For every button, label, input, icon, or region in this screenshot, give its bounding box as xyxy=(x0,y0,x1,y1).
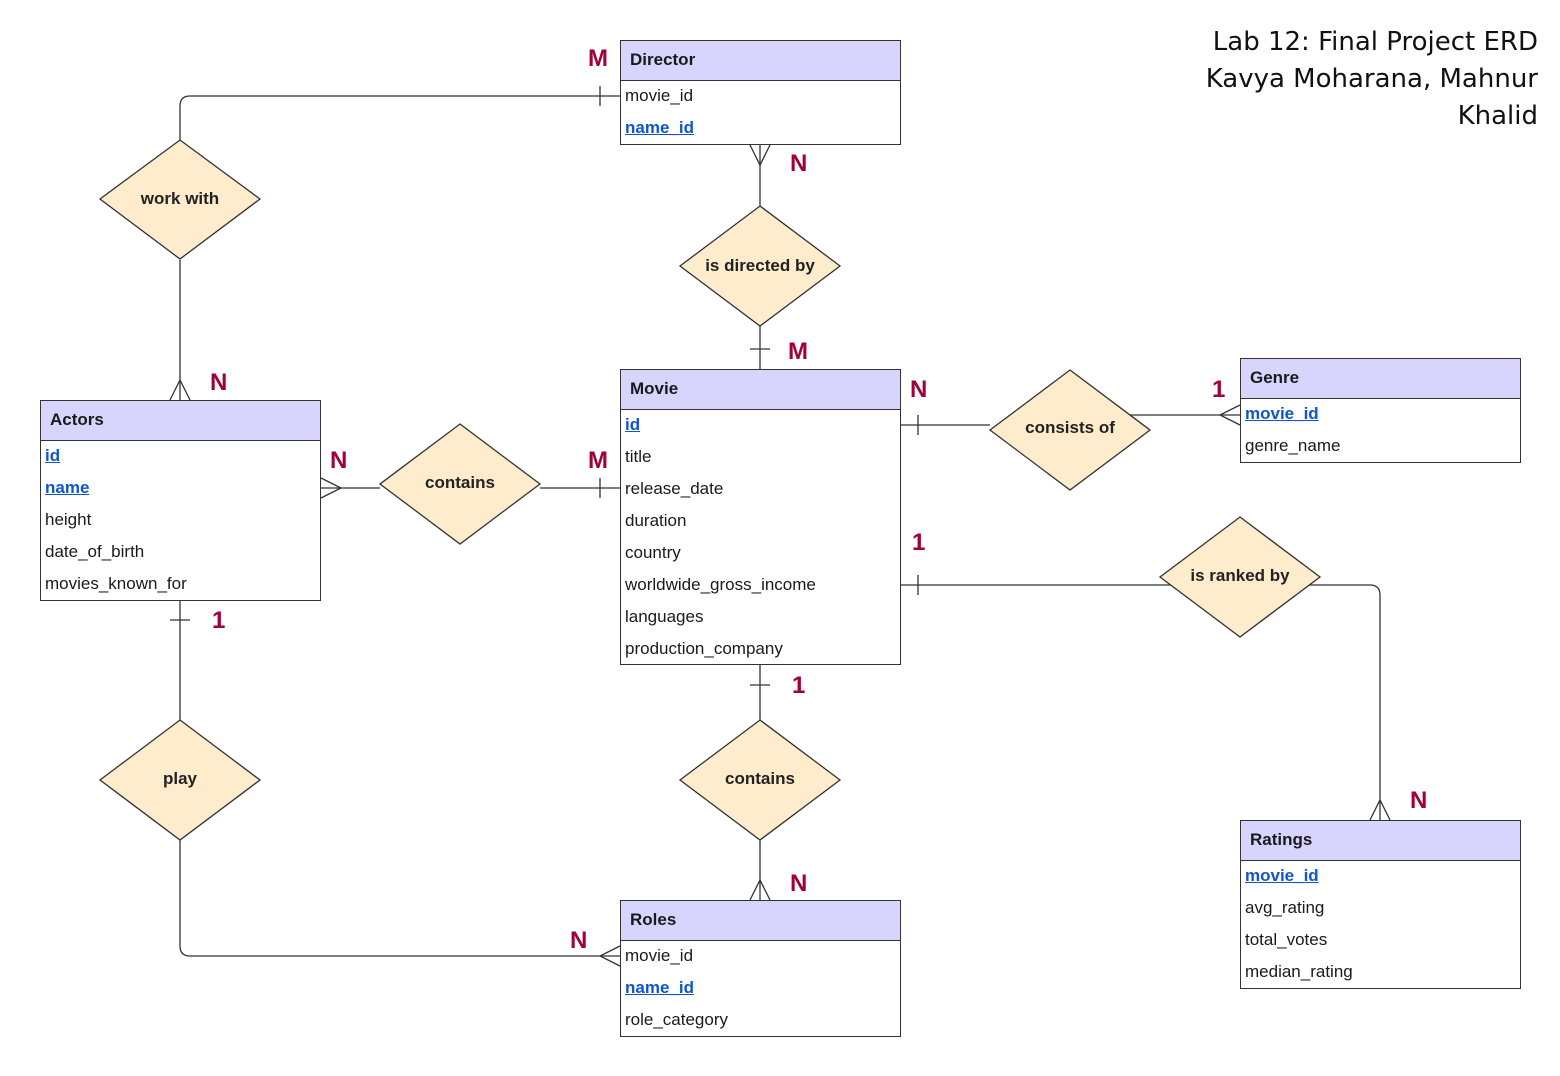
line-is-ranked-by-ratings xyxy=(1305,584,1381,820)
entity-header: Roles xyxy=(621,901,900,941)
crows-foot xyxy=(749,144,771,167)
attribute: languages xyxy=(625,607,704,626)
attribute: movies_known_for xyxy=(45,574,187,593)
entity-ratings: Ratings movie_id avg_rating total_votes … xyxy=(1240,820,1521,989)
entity-header: Genre xyxy=(1241,359,1520,399)
entity-roles: Roles movie_id name_id role_category xyxy=(620,900,901,1037)
cardinality-label: N xyxy=(570,927,588,954)
relationship-label-is-directed-by: is directed by xyxy=(705,256,815,275)
cardinality-label: N xyxy=(1410,787,1428,814)
key-attribute: id xyxy=(625,415,641,434)
relationship-label-is-ranked-by: is ranked by xyxy=(1190,566,1290,585)
crows-foot xyxy=(169,378,191,401)
entity-actors: Actors id name height date_of_birth movi… xyxy=(40,400,321,601)
relationship-label-consists-of: consists of xyxy=(1025,418,1115,437)
title-line: Khalid xyxy=(1457,101,1538,131)
cardinality-label: N xyxy=(210,369,228,396)
attribute: release_date xyxy=(625,479,724,498)
cardinality-label: N xyxy=(910,376,928,403)
relationship-label-contains-roles: contains xyxy=(725,769,795,788)
relationship-label-contains-actors: contains xyxy=(425,473,495,492)
attribute: genre_name xyxy=(1245,436,1341,455)
cardinality-label: 1 xyxy=(212,607,226,634)
attribute: title xyxy=(625,447,652,466)
key-attribute: name xyxy=(45,478,90,497)
attribute: role_category xyxy=(625,1010,729,1029)
cardinality-label: N xyxy=(330,447,348,474)
crows-foot xyxy=(1369,798,1391,821)
diagram-title: Lab 12: Final Project ERD Kavya Moharana… xyxy=(1206,24,1538,135)
cardinality-label: M xyxy=(788,338,808,365)
crows-foot xyxy=(320,477,343,499)
cardinality-label: N xyxy=(790,150,808,177)
title-line: Lab 12: Final Project ERD xyxy=(1212,27,1538,57)
attribute: height xyxy=(45,510,92,529)
relationship-diamond-work-with xyxy=(98,139,262,260)
key-attribute: movie_id xyxy=(1245,404,1319,423)
entity-movie: Movie id title release_date duration cou… xyxy=(620,369,901,665)
attribute: date_of_birth xyxy=(45,542,145,561)
relationship-label-work-with: work with xyxy=(140,189,220,208)
entity-header: Movie xyxy=(621,370,900,410)
relationship-diamond-consists-of xyxy=(988,369,1152,491)
cardinality-label: 1 xyxy=(912,529,926,556)
attribute: movie_id xyxy=(625,86,694,105)
relationship-label-play: play xyxy=(162,769,198,788)
key-attribute: movie_id xyxy=(1245,866,1319,885)
relationship-diamond-contains-actors xyxy=(378,423,542,545)
attribute: total_votes xyxy=(1245,930,1328,949)
attribute: median_rating xyxy=(1245,962,1353,981)
title-line: Kavya Moharana, Mahnur xyxy=(1205,64,1538,94)
crows-foot xyxy=(749,878,771,901)
entity-header: Director xyxy=(621,41,900,81)
relationship-diamond-is-ranked-by xyxy=(1158,516,1322,638)
cardinality-label: M xyxy=(588,45,608,72)
line-play-roles xyxy=(179,840,620,957)
key-attribute: name_id xyxy=(625,118,694,137)
cardinality-label: 1 xyxy=(792,672,806,699)
line-director-work-with xyxy=(179,95,620,140)
entity-genre: Genre movie_id genre_name xyxy=(1240,358,1521,463)
relationship-diamond-is-directed-by xyxy=(678,205,842,327)
entity-header: Actors xyxy=(41,401,320,441)
relationship-diamond-contains-roles xyxy=(678,719,842,841)
crows-foot xyxy=(598,945,621,967)
entity-director: Director movie_id name_id xyxy=(620,40,901,145)
key-attribute: name_id xyxy=(625,978,694,997)
attribute: movie_id xyxy=(625,946,694,965)
attribute: country xyxy=(625,543,681,562)
cardinality-label: 1 xyxy=(1212,376,1226,403)
crows-foot xyxy=(1218,404,1241,426)
cardinality-label: M xyxy=(588,447,608,474)
attribute: worldwide_gross_income xyxy=(625,575,816,594)
attribute: production_company xyxy=(625,639,783,658)
cardinality-label: N xyxy=(790,870,808,897)
attribute: avg_rating xyxy=(1245,898,1325,917)
entity-header: Ratings xyxy=(1241,821,1520,861)
key-attribute: id xyxy=(45,446,61,465)
relationship-diamond-play xyxy=(98,719,262,841)
attribute: duration xyxy=(625,511,687,530)
